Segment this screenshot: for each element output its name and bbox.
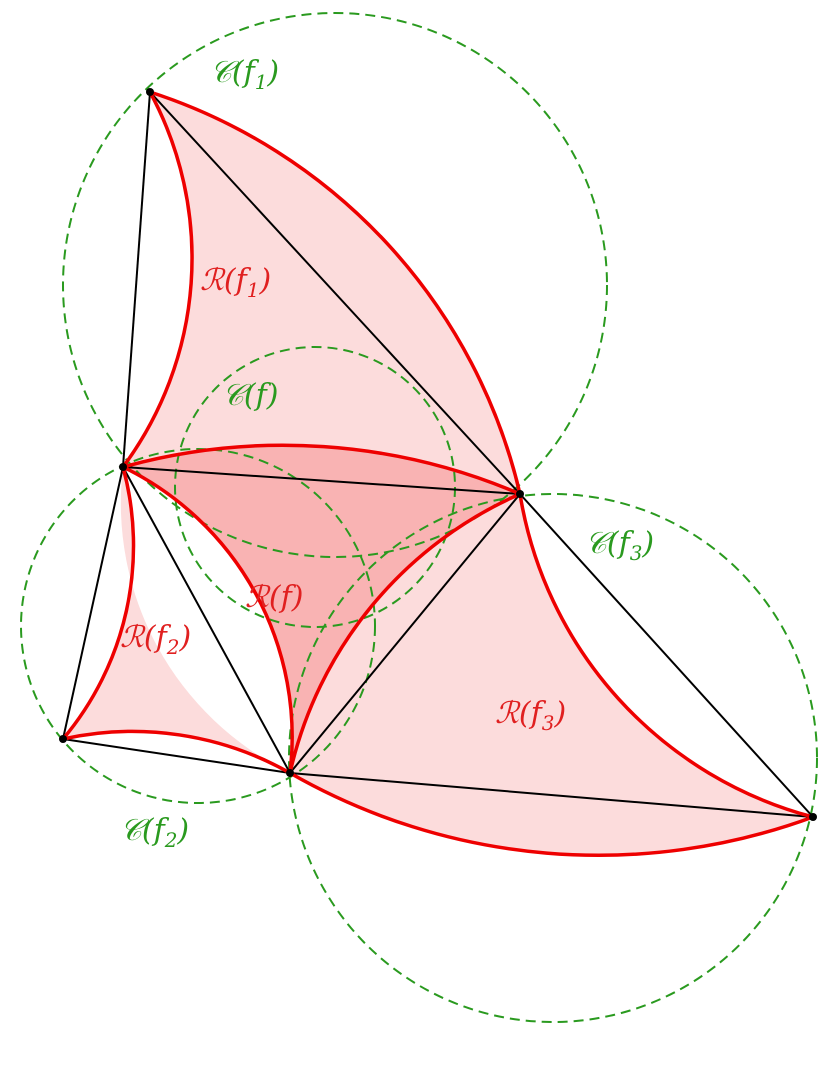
vertex-p1	[146, 88, 154, 96]
region-f3-fill	[290, 494, 813, 856]
edge-p4-p6	[289, 772, 814, 818]
arc-p2-p5	[61, 466, 136, 741]
label-c-f1: 𝒞(f1)	[210, 55, 279, 94]
vertices	[59, 88, 817, 821]
label-r-f: ℛ(f)	[245, 580, 303, 615]
triangulation-edges	[62, 91, 814, 818]
circle-labels: 𝒞(f1) 𝒞(f) 𝒞(f2) 𝒞(f3)	[120, 55, 654, 852]
edge-p3-p6	[519, 493, 814, 818]
label-c-f2: 𝒞(f2)	[120, 813, 189, 852]
edge-p2-p4	[122, 466, 291, 774]
edge-p1-p3	[149, 91, 521, 495]
edge-p3-p4	[289, 493, 521, 774]
circle-f2	[20, 448, 376, 804]
arc-p1-p2	[121, 91, 194, 469]
arc-p4-p6	[289, 771, 814, 858]
arc-p2-p4	[122, 465, 294, 774]
label-c-f: 𝒞(f)	[222, 378, 278, 413]
circle-f	[174, 346, 456, 628]
region-fills	[63, 92, 813, 856]
region-boundaries	[61, 90, 814, 858]
edge-p5-p4	[62, 738, 291, 774]
label-r-f1: ℛ(f1)	[200, 263, 271, 302]
label-r-f3: ℛ(f3)	[495, 696, 566, 735]
edge-p2-p3	[122, 466, 521, 495]
vertex-p3	[516, 490, 524, 498]
arc-p3-p6	[518, 493, 814, 819]
circle-f3	[288, 493, 818, 1023]
label-c-f3: 𝒞(f3)	[585, 526, 654, 565]
arc-p5-p4	[62, 729, 291, 775]
arc-p1-p3	[149, 90, 522, 495]
circumcircles	[20, 12, 818, 1023]
vertex-p6	[809, 813, 817, 821]
vertex-p4	[286, 769, 294, 777]
vertex-p2	[119, 463, 127, 471]
circle-f1	[62, 12, 608, 558]
region-f-fill	[123, 445, 520, 773]
arc-p3-p4	[288, 492, 521, 774]
edge-p2-p5	[62, 466, 124, 740]
region-f2-fill	[63, 467, 290, 773]
edge-p1-p2	[122, 91, 151, 468]
label-r-f2: ℛ(f2)	[120, 620, 191, 659]
vertex-p5	[59, 735, 67, 743]
arc-p2-p3	[122, 443, 521, 496]
region-f1-fill	[123, 92, 520, 494]
